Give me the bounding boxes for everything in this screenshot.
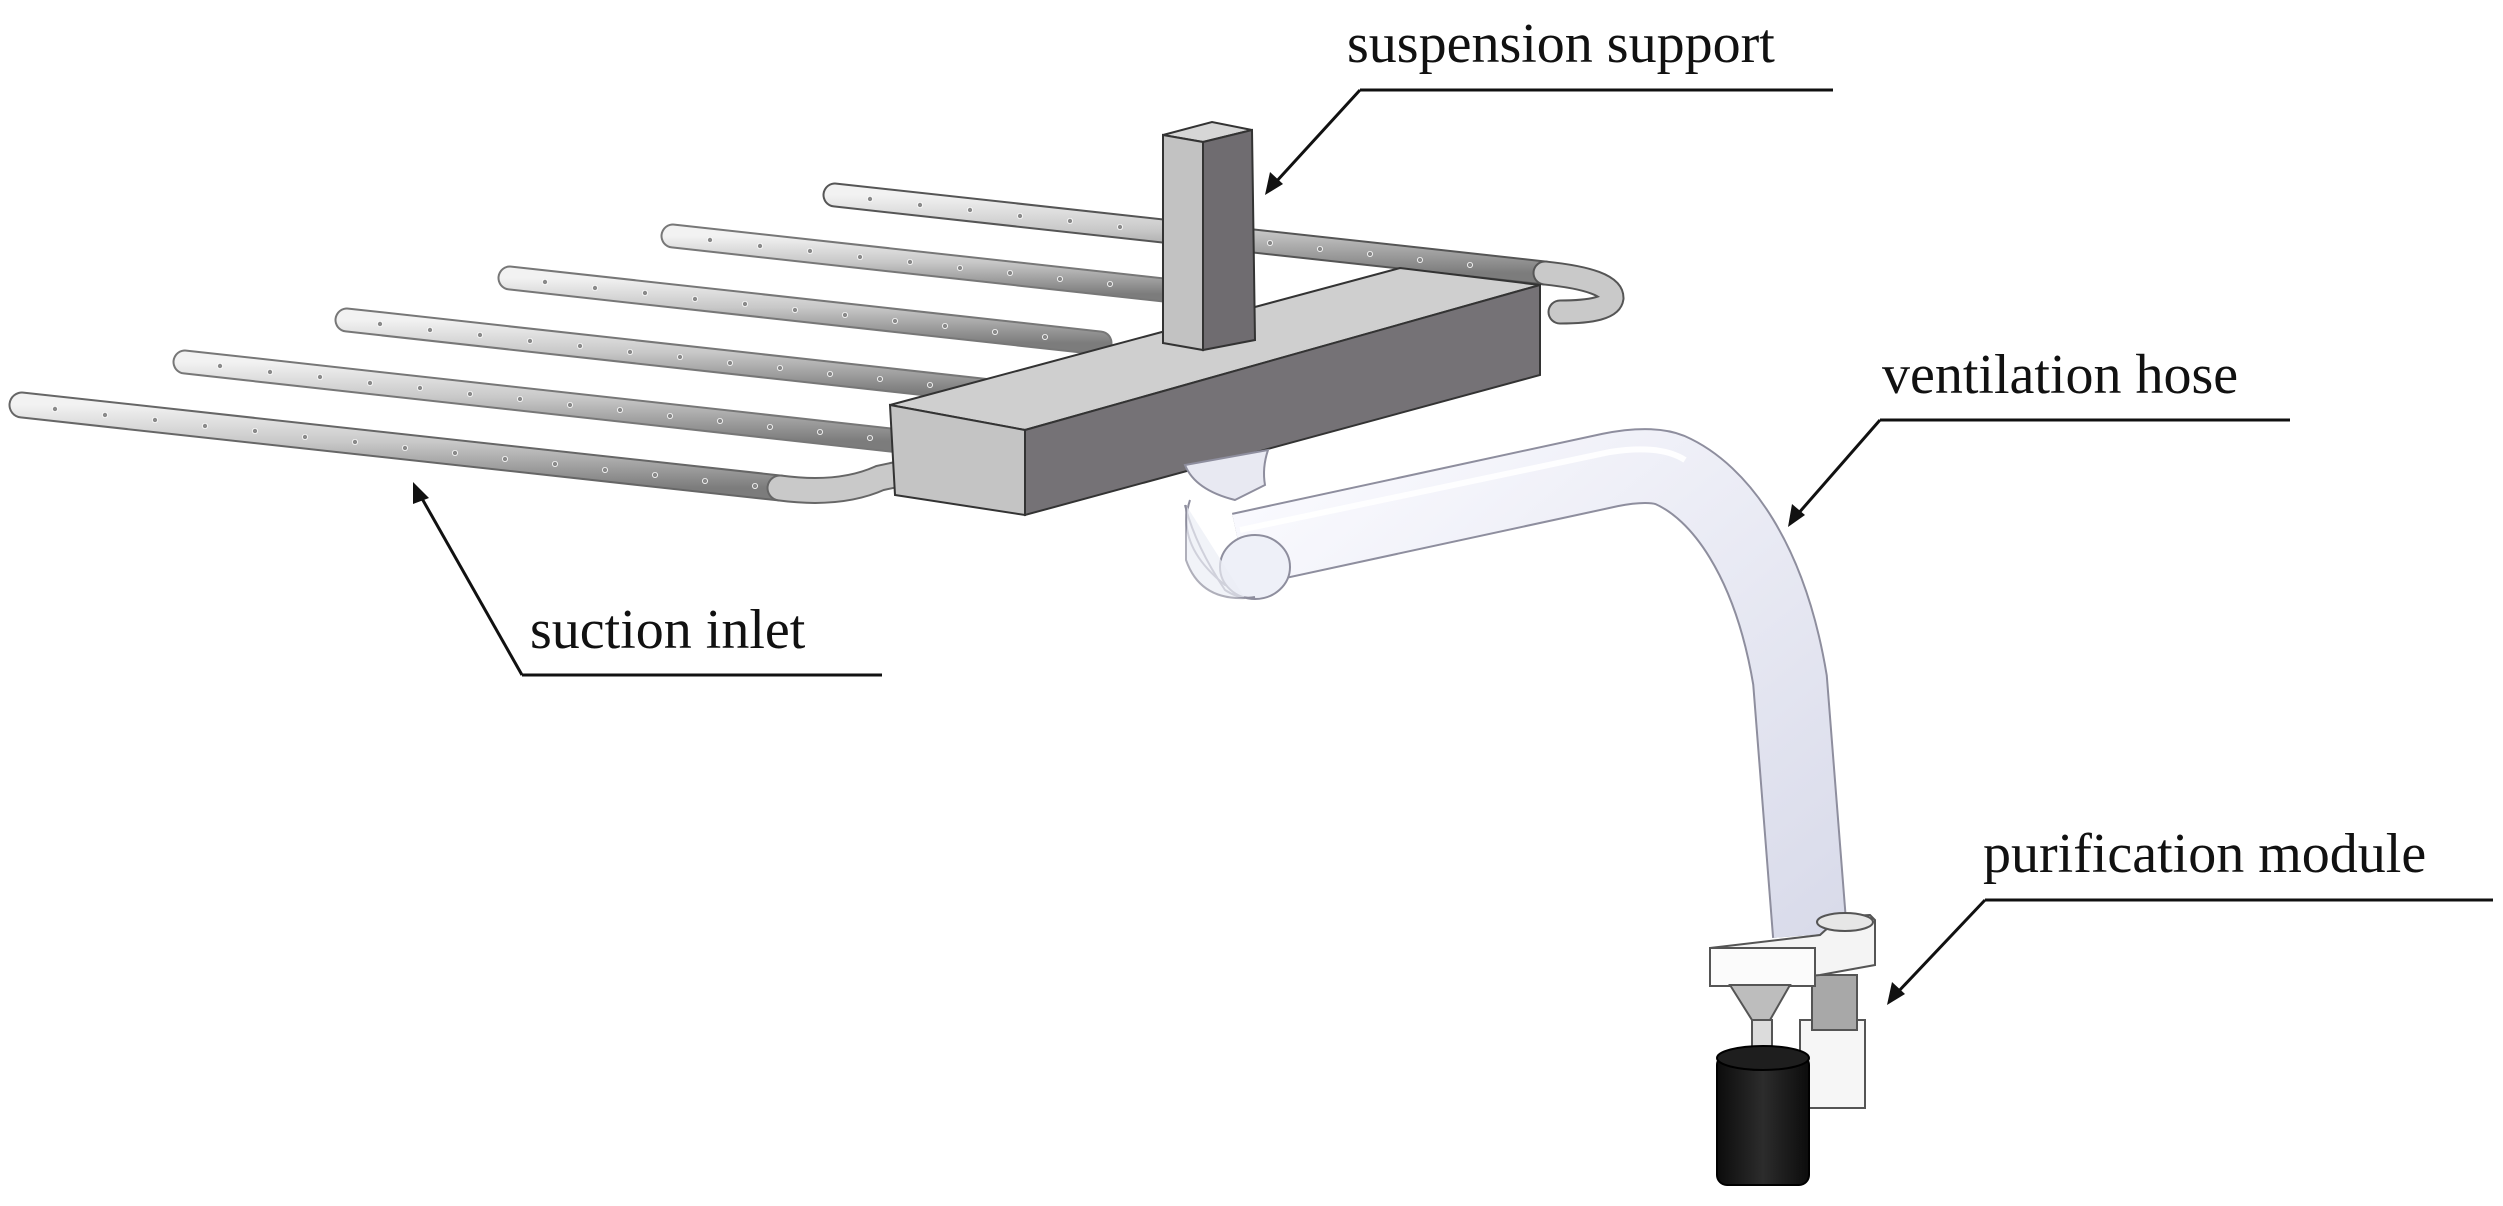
label-ventilation-hose: ventilation hose: [1882, 344, 2238, 406]
callout-ventilation-hose: ventilation hose: [1788, 344, 2290, 527]
suction-pipes: [8, 182, 1625, 504]
suction-pipe-6: [8, 391, 969, 504]
arrowhead-icon: [1265, 172, 1283, 195]
callout-suspension-support: suspension support: [1265, 13, 1833, 195]
module-cone: [1728, 984, 1792, 1021]
label-suction-inlet: suction inlet: [530, 599, 806, 661]
manifold-box: [888, 266, 1541, 517]
filter-cartridge: [1716, 1054, 1810, 1186]
ventilation-hose: [1183, 428, 1848, 938]
purification-module: [1709, 912, 1876, 1186]
arrowhead-icon: [1788, 504, 1805, 527]
arrowhead-icon: [413, 482, 429, 504]
label-purification-module: purification module: [1983, 823, 2426, 885]
callout-purification-module: purification module: [1887, 823, 2493, 1005]
arrowhead-icon: [1887, 982, 1905, 1005]
inlet-holes: [52, 195, 1474, 489]
suspension-support-post: [1162, 120, 1257, 352]
callout-suction-inlet: suction inlet: [413, 482, 882, 677]
label-suspension-support: suspension support: [1347, 13, 1775, 75]
